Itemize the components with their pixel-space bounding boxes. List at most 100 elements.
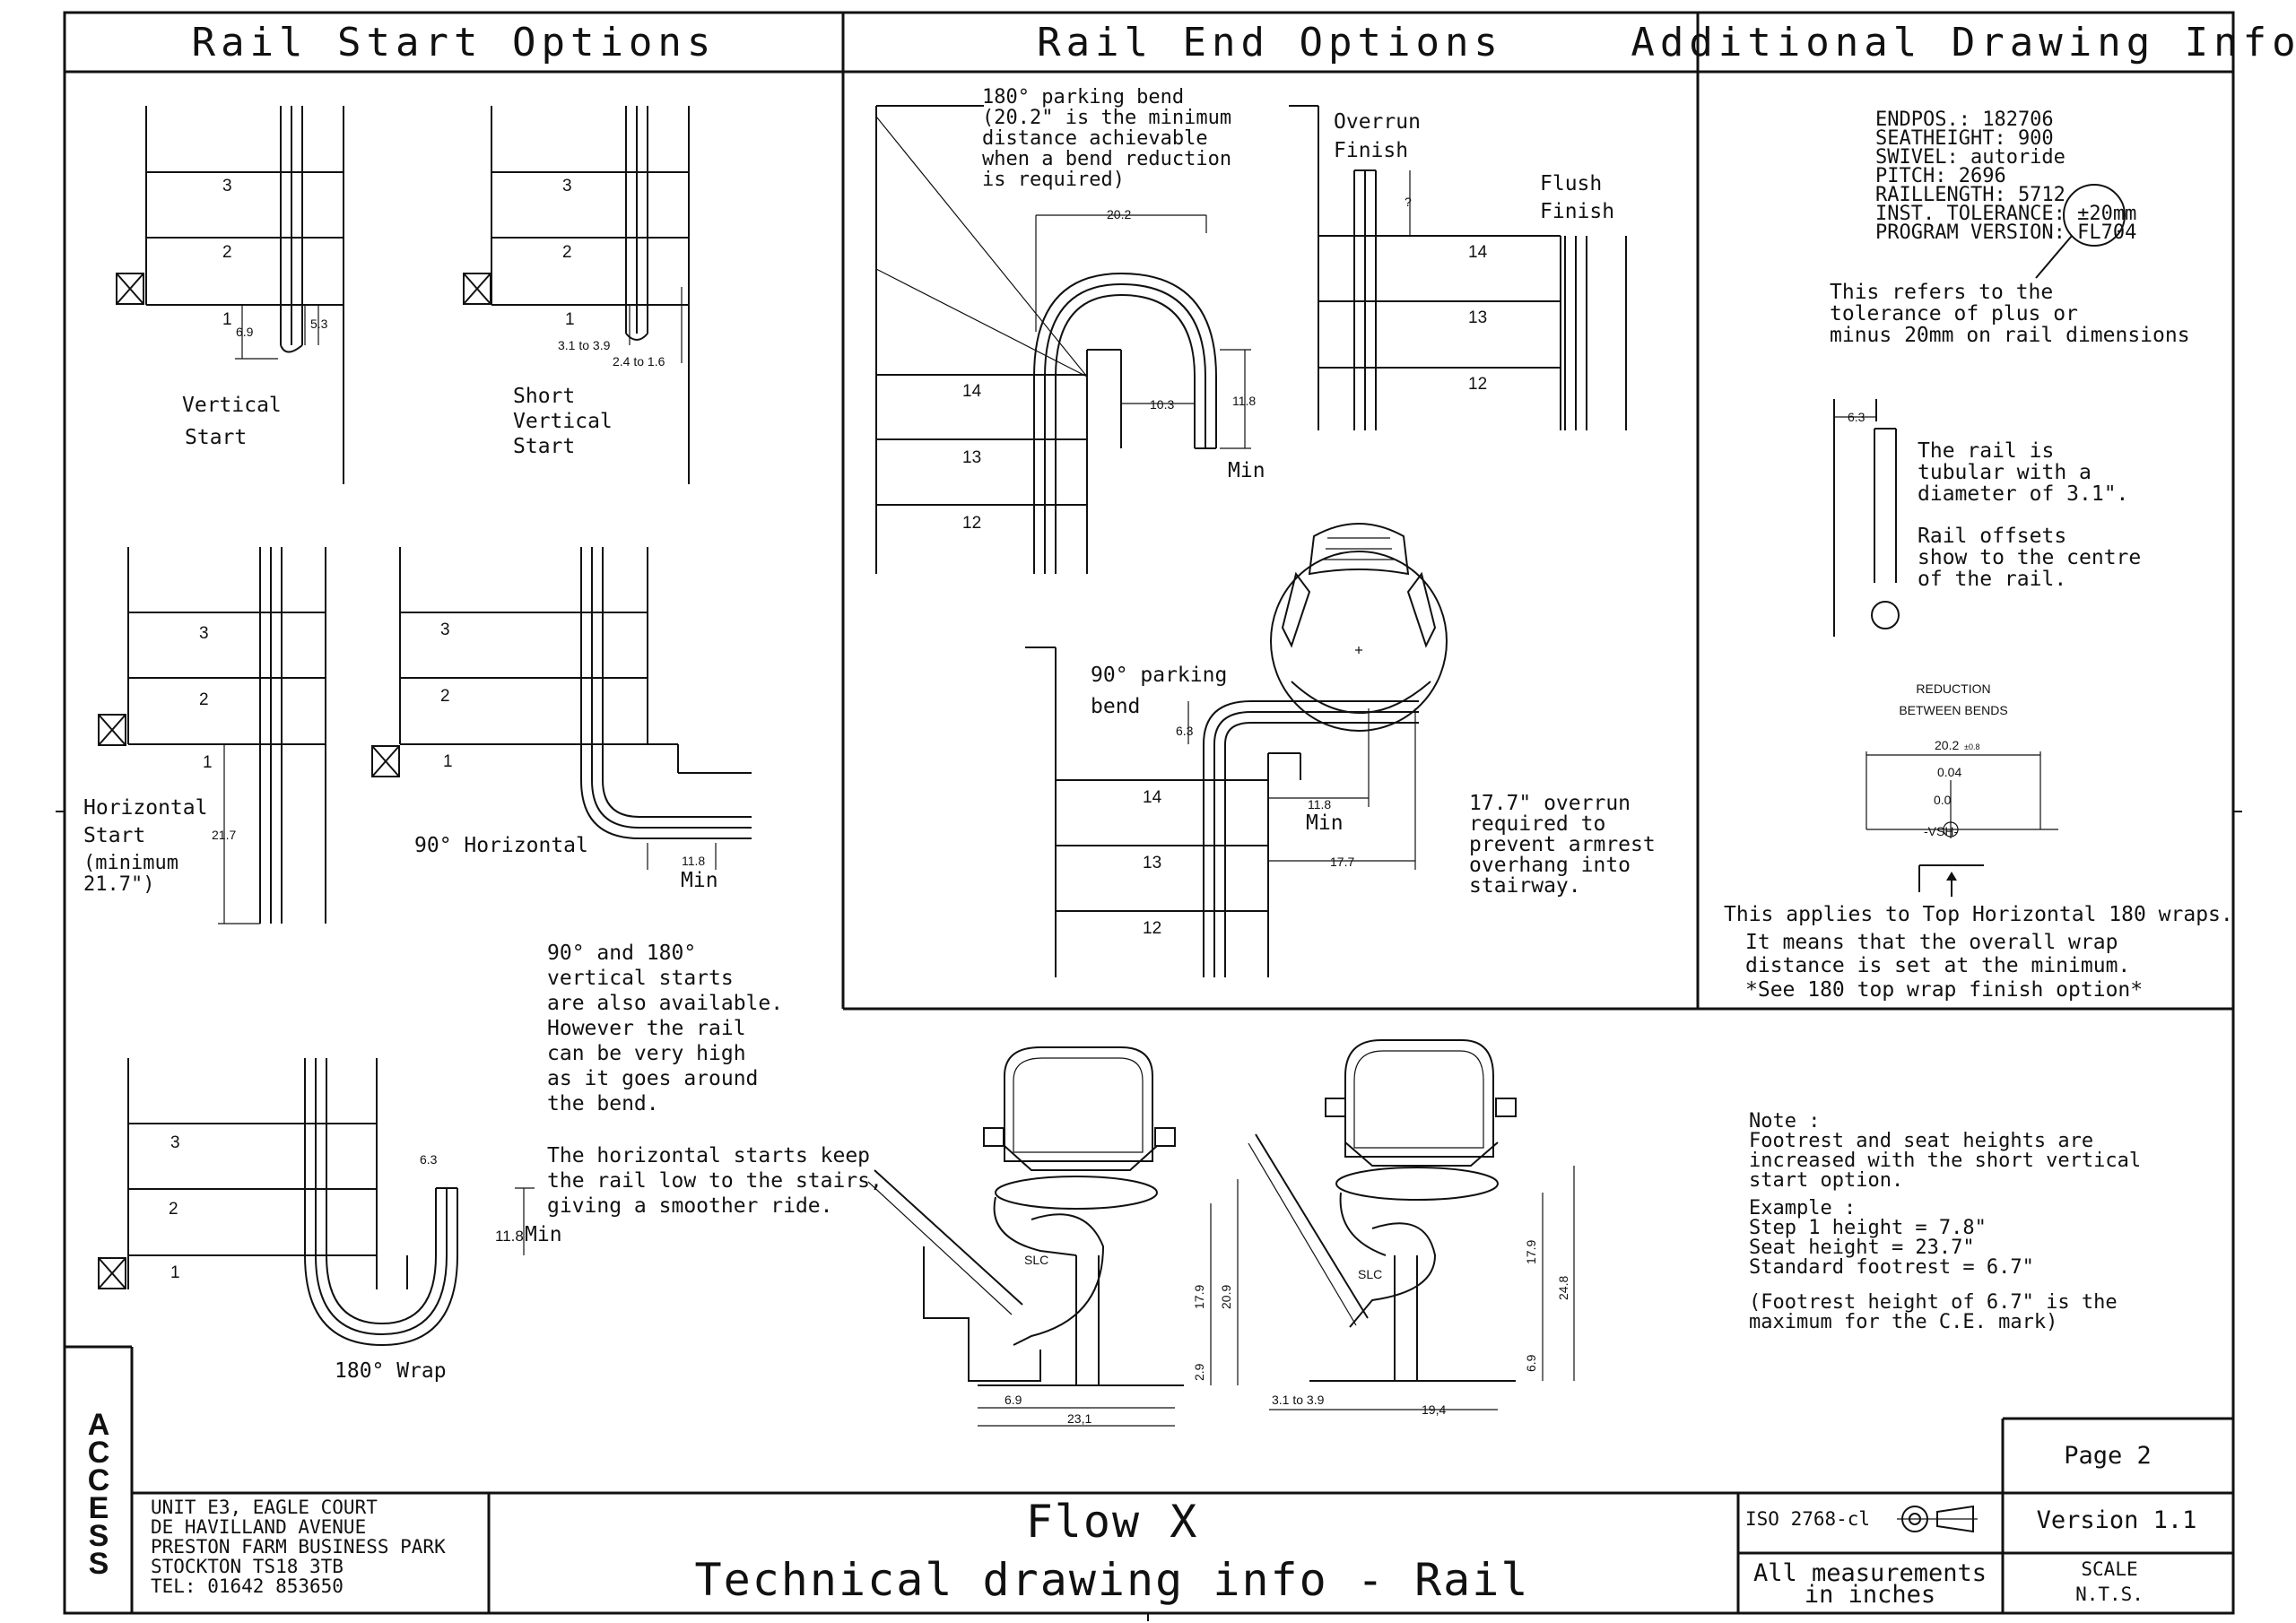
reduction-drawing [1866,751,2058,897]
dim-6-9: 6.9 [236,325,254,339]
svg-text:minus 20mm on rail dimensions: minus 20mm on rail dimensions [1830,324,2190,347]
flush-label-1: Flush [1540,172,1602,195]
flush-label-2: Finish [1540,200,1614,223]
left-6-9: 6.9 [1004,1393,1022,1407]
dim-11-8-wrap: 11.8 [495,1228,524,1245]
dim-question: ? [1405,195,1412,209]
svg-text:DE HAVILLAND AVENUE: DE HAVILLAND AVENUE [151,1516,366,1538]
reduction-tol: ±0.8 [1964,742,1979,751]
right-6-9: 6.9 [1524,1354,1538,1372]
tube-note: The rail is tubular with a diameter of 3… [1918,439,2141,591]
svg-text:can be very high: can be very high [547,1042,746,1065]
svg-text:the rail low to the stairs,: the rail low to the stairs, [547,1169,883,1193]
reduction-0-04: 0.04 [1937,765,1961,779]
svg-text:maximum for the C.E. mark): maximum for the C.E. mark) [1749,1311,2057,1333]
short-vertical-label-1: Short [513,385,575,408]
overrun-label-1: Overrun [1334,110,1421,134]
horizontal-start-label-2: Start [83,824,145,847]
left-20-9: 20.9 [1219,1285,1233,1309]
dim-17-7: 17.7 [1330,855,1354,869]
short-vertical-label-3: Start [513,435,575,458]
parking-90-drawing [1025,523,1448,977]
svg-text:overhang into: overhang into [1469,854,1631,877]
svg-text:PRESTON FARM BUSINESS PARK: PRESTON FARM BUSINESS PARK [151,1536,446,1558]
svg-text:required to: required to [1469,812,1605,836]
short-vertical-start-drawing [463,106,690,484]
svg-text:giving a smoother ride.: giving a smoother ride. [547,1194,833,1218]
dim-20-2: 20.2 [1107,207,1131,221]
svg-text:SEATHEIGHT: 900: SEATHEIGHT: 900 [1875,127,2054,150]
svg-text:stairway.: stairway. [1469,874,1581,898]
svg-text:A: A [88,1408,110,1442]
dim-6-3-end: 6.3 [1176,724,1194,738]
chair-right-drawing [1248,1039,1575,1410]
short-vertical-label-2: Vertical [513,410,613,433]
step-2: 2 [222,243,232,262]
svg-text:Standard footrest = 6.7": Standard footrest = 6.7" [1749,1256,2034,1279]
scale-value: N.T.S. [2075,1584,2144,1605]
left-23-1: 23,1 [1067,1411,1091,1426]
vertical-start-label-1: Vertical [182,394,282,417]
svg-text:The horizontal starts keep: The horizontal starts keep [547,1144,870,1167]
svg-text:PITCH: 2696: PITCH: 2696 [1875,165,2006,187]
horizontal-start-label-1: Horizontal [83,796,207,820]
right-19-4: 19,4 [1422,1402,1446,1417]
svg-text:90° and 180°: 90° and 180° [547,942,696,965]
page-number: Page 2 [2064,1442,2152,1470]
of-step-12: 12 [1468,375,1487,394]
vertical-start-drawing [116,106,344,484]
dim-11-8: 11.8 [682,854,705,868]
svg-text:C: C [88,1463,110,1497]
sheet-frame [56,11,2242,1621]
svg-text:This applies to Top Horizontal: This applies to Top Horizontal 180 wraps… [1724,903,2233,926]
horizontal-start-label-4: 21.7") [83,873,154,896]
header-rail-end: Rail End Options [1037,20,1503,65]
wrap-180-drawing [98,1058,535,1347]
svg-text:S: S [89,1547,109,1581]
svg-text:ENDPOS.: 182706: ENDPOS.: 182706 [1875,108,2054,131]
reduction-0-0: 0.0 [1934,793,1952,807]
version: Version 1.1 [2037,1506,2197,1534]
spec-list: ENDPOS.: 182706 SEATHEIGHT: 900 SWIVEL: … [1875,108,2136,244]
ninety-horizontal-drawing [371,547,752,870]
right-3-1-to-3-9: 3.1 to 3.9 [1272,1393,1325,1407]
dim-min-wrap: Min [525,1223,562,1246]
svg-text:tubular with a: tubular with a [1918,461,2092,484]
svg-text:Seat height = 23.7": Seat height = 23.7" [1749,1237,1975,1259]
svg-text:However the rail: However the rail [547,1017,746,1040]
note-90-180-vertical: 90° and 180° vertical starts are also av… [547,942,783,1115]
horizontal-start-label-3: (minimum [83,852,178,874]
left-2-9: 2.9 [1192,1363,1206,1381]
iso-standard: ISO 2768-cl [1745,1508,1870,1530]
dim-min-p90: Min [1306,812,1344,835]
svg-text:as it goes around: as it goes around [547,1067,758,1090]
sv-step-2: 2 [562,243,572,262]
svg-text:increased with the short verti: increased with the short vertical [1749,1150,2141,1172]
reduction-title-1: REDUCTION [1916,681,1990,696]
svg-text:start option.: start option. [1749,1169,1903,1192]
wr-step-2: 2 [169,1200,178,1219]
svg-text:tolerance of plus or: tolerance of plus or [1830,302,2078,325]
dim-min: Min [681,869,718,892]
wr-step-1: 1 [170,1263,180,1282]
dim-tube-6-3: 6.3 [1848,410,1866,424]
pb-step-12: 12 [962,514,981,533]
seat-height-note: Note : Footrest and seat heights are inc… [1749,1110,2141,1333]
chair-left-drawing [867,1046,1239,1427]
svg-text:when a bend reduction: when a bend reduction [982,148,1231,170]
drawing-title: Flow X [1026,1496,1199,1548]
svg-text:distance achievable: distance achievable [982,127,1208,150]
svg-text:are also available.: are also available. [547,992,783,1015]
dim-10-3: 10.3 [1150,397,1174,412]
svg-text:Rail offsets: Rail offsets [1918,525,2066,548]
dim-5-3: 5.3 [310,317,328,331]
left-chair-slc: SLC [1024,1253,1048,1267]
tolerance-callout [2035,184,2126,279]
nh-step-2: 2 [440,687,450,706]
step-3: 3 [222,177,232,195]
rail-tube-drawing [1833,399,1900,637]
sv-step-1: 1 [565,310,575,329]
right-chair-slc: SLC [1358,1267,1382,1281]
svg-text:vertical starts: vertical starts [547,967,734,990]
